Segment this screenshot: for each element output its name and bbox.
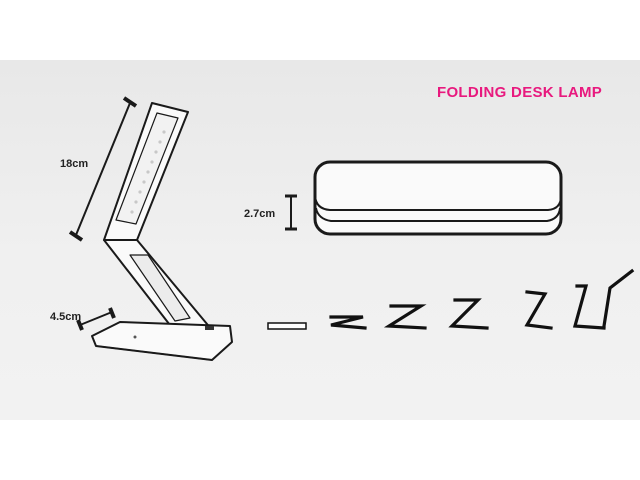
dimension-base-marker <box>76 307 116 331</box>
lamp-head <box>103 102 189 241</box>
fold-stage-4-icon <box>524 290 553 330</box>
fold-stage-1-icon <box>329 315 367 330</box>
dimension-thickness-label: 2.7cm <box>244 208 276 220</box>
fold-stage-3-icon <box>448 298 489 330</box>
fold-stage-6-icon <box>602 268 635 328</box>
dimension-length-label: 18cm <box>60 158 89 170</box>
led-strip <box>130 130 166 214</box>
dimension-length-marker <box>68 96 138 242</box>
fold-stage-5-icon <box>572 284 606 330</box>
page-title: FOLDING DESK LAMP <box>437 84 603 101</box>
folded-flat-icon <box>267 322 307 330</box>
fold-stage-2-icon <box>383 304 427 330</box>
lamp-base <box>91 321 233 361</box>
open-lamp-illustration <box>91 102 233 361</box>
folded-lamp-illustration <box>313 160 563 236</box>
dimension-base-label: 4.5cm <box>50 311 82 323</box>
dimension-thickness-marker <box>285 194 297 231</box>
fold-sequence <box>267 268 635 330</box>
